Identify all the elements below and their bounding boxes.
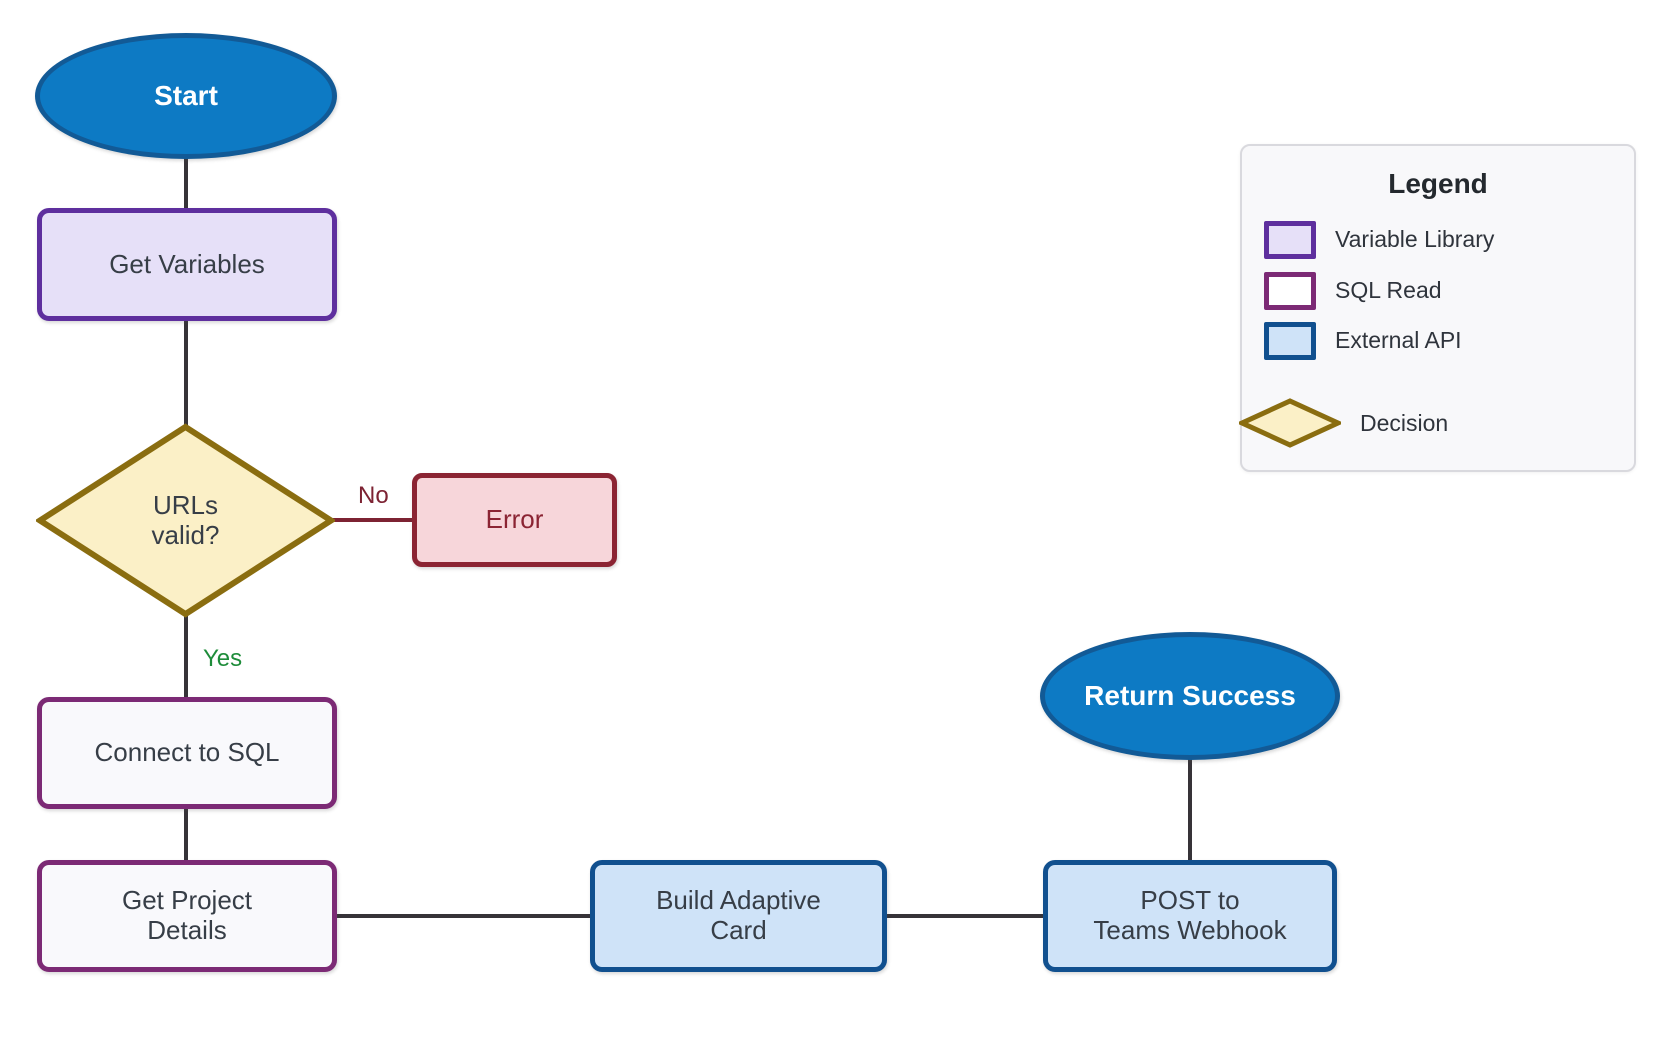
node-return-success: Return Success: [1040, 632, 1340, 760]
node-return-success-label: Return Success: [1084, 679, 1296, 711]
node-start-label: Start: [154, 79, 218, 111]
edge-post-teams-to-return-success: [1188, 758, 1192, 862]
node-urls-valid-label: URLs valid?: [151, 489, 220, 550]
legend-box: Legend Variable Library SQL Read Externa…: [1239, 144, 1636, 472]
edge-label-yes: Yes: [203, 645, 243, 672]
edge-get-project-to-build-card: [335, 914, 592, 918]
legend-title: Legend: [1388, 168, 1488, 199]
legend-variable-library-swatch: [1264, 221, 1316, 259]
edge-decision-yes-to-connect-sql: [184, 616, 188, 699]
legend-sql-read-swatch: [1264, 272, 1316, 310]
node-error-label: Error: [485, 504, 544, 535]
edge-decision-no-to-error: [333, 518, 414, 522]
node-build-adaptive-card: Build Adaptive Card: [590, 860, 887, 972]
decision-diamond-shape: [36, 423, 335, 618]
node-start: Start: [35, 33, 337, 159]
legend-external-api-swatch: [1264, 322, 1316, 360]
node-get-variables-label: Get Variables: [109, 248, 265, 279]
legend-sql-read-label: SQL Read: [1335, 277, 1442, 303]
legend-external-api-label: External API: [1335, 327, 1462, 353]
legend-variable-library-label: Variable Library: [1335, 226, 1495, 252]
edge-label-no: No: [358, 482, 389, 509]
node-get-variables: Get Variables: [37, 208, 337, 321]
edge-start-to-get-variables: [184, 157, 188, 211]
edge-connect-sql-to-get-project: [184, 807, 188, 862]
legend-decision-diamond-icon: [1239, 398, 1341, 448]
node-post-to-teams-webhook: POST to Teams Webhook: [1043, 860, 1337, 972]
node-build-adaptive-card-label: Build Adaptive Card: [656, 885, 821, 945]
node-connect-to-sql: Connect to SQL: [37, 697, 337, 809]
node-get-project-details: Get Project Details: [37, 860, 337, 972]
edge-build-card-to-post-teams: [885, 914, 1045, 918]
node-get-project-details-label: Get Project Details: [121, 885, 253, 945]
legend-decision-label: Decision: [1360, 410, 1449, 436]
edge-get-variables-to-decision: [184, 319, 188, 425]
node-error: Error: [412, 473, 617, 567]
node-urls-valid-decision: URLs valid?: [36, 423, 335, 618]
node-connect-to-sql-label: Connect to SQL: [94, 737, 280, 768]
node-post-to-teams-webhook-label: POST to Teams Webhook: [1093, 885, 1287, 945]
